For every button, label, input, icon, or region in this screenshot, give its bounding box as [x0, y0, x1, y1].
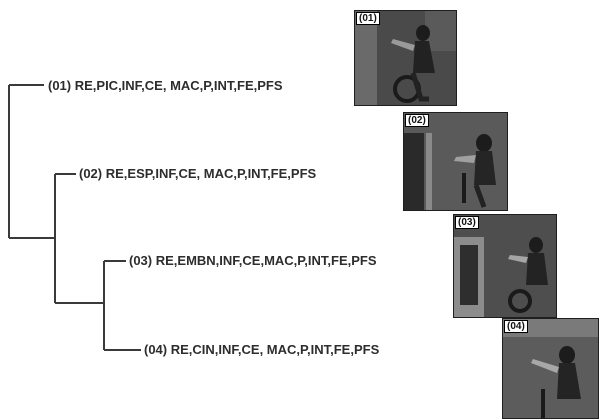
cyclist-photo	[355, 11, 456, 105]
thumbnail-02-tag: (02)	[405, 114, 429, 127]
thumbnail-03-tag: (03)	[455, 216, 479, 229]
cyclist-photo	[454, 215, 556, 317]
thumbnail-01-tag: (01)	[356, 12, 380, 25]
leaf-label-02: (02) RE,ESP,INF,CE, MAC,P,INT,FE,PFS	[79, 166, 317, 181]
thumbnail-03: (03)	[453, 214, 557, 318]
cyclist-photo	[503, 319, 598, 418]
thumbnail-01: (01)	[354, 10, 457, 106]
cyclist-photo	[404, 113, 507, 210]
leaf-label-03: (03) RE,EMBN,INF,CE,MAC,P,INT,FE,PFS	[129, 253, 377, 268]
leaf-label-01: (01) RE,PIC,INF,CE, MAC,P,INT,FE,PFS	[48, 78, 283, 93]
thumbnail-04-tag: (04)	[504, 320, 528, 333]
thumbnail-04: (04)	[502, 318, 599, 419]
leaf-label-04: (04) RE,CIN,INF,CE, MAC,P,INT,FE,PFS	[144, 342, 380, 357]
thumbnail-02: (02)	[403, 112, 508, 211]
